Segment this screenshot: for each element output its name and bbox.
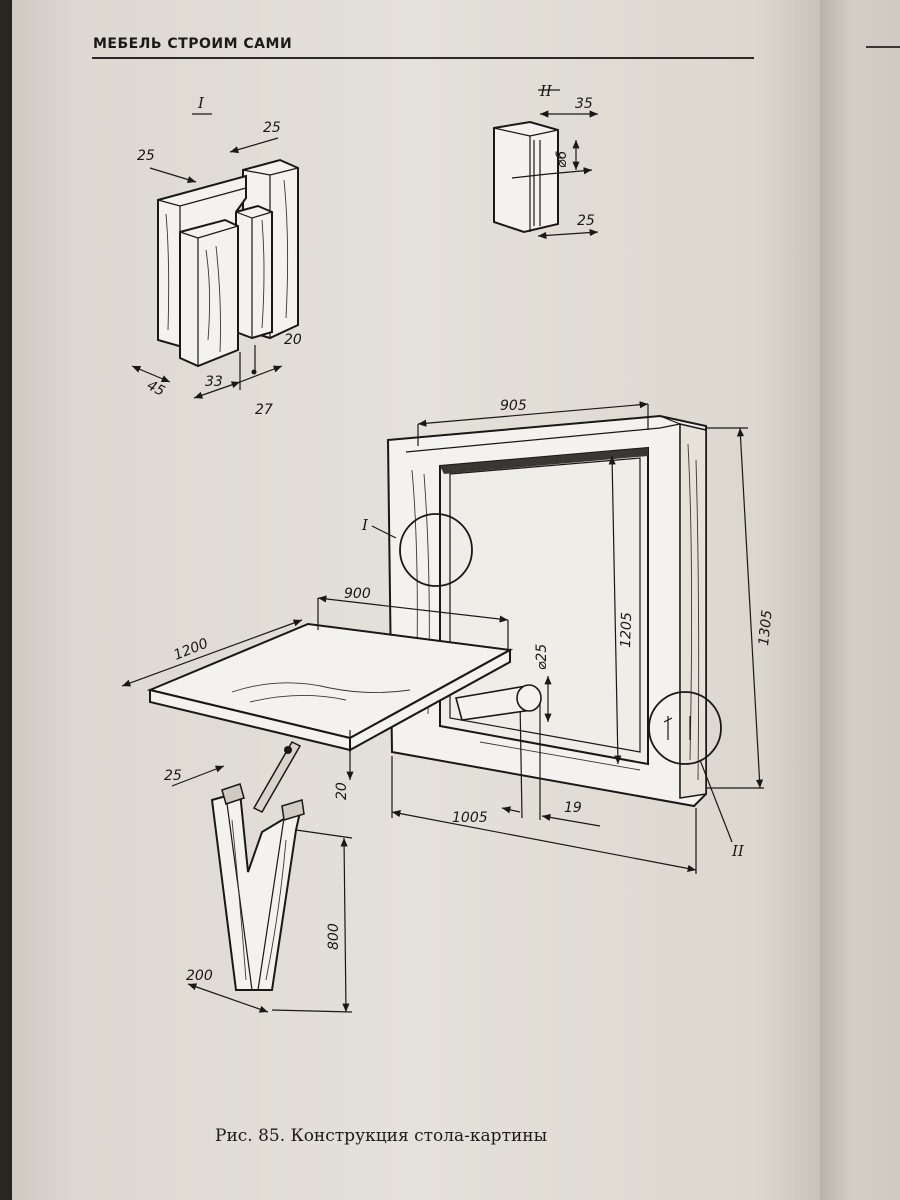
dim-d2-bottom: 25 bbox=[577, 213, 595, 229]
dim-d1-width-27: 27 bbox=[255, 402, 273, 418]
dim-table-depth: 900 bbox=[344, 586, 371, 602]
dim-d1-depth: 45 bbox=[144, 377, 167, 400]
dim-table-length: 1200 bbox=[172, 635, 211, 663]
facing-page-edge bbox=[820, 0, 900, 1200]
running-head: МЕБЕЛЬ СТРОИМ САМИ bbox=[93, 36, 293, 52]
dim-d2-width: 35 bbox=[575, 96, 593, 112]
dim-leg-height: 800 bbox=[326, 923, 342, 950]
dim-d1-width-20: 20 bbox=[284, 332, 302, 348]
dim-rod-offset: 19 bbox=[564, 800, 582, 816]
dim-frame-height: 1305 bbox=[756, 609, 776, 646]
dim-leg-thickness: 25 bbox=[164, 768, 182, 784]
facing-header-rule bbox=[866, 46, 900, 48]
dim-frame-width: 905 bbox=[500, 398, 527, 414]
detail-1-joint bbox=[131, 137, 299, 399]
dim-d1-left-thickness: 25 bbox=[137, 148, 155, 164]
folding-table-top bbox=[121, 595, 552, 813]
dim-rod-diameter: ⌀25 bbox=[534, 644, 550, 670]
header-rule bbox=[92, 57, 754, 59]
detail-2-joint bbox=[493, 89, 599, 240]
dim-d1-width-33: 33 bbox=[205, 374, 223, 390]
figure-caption: Рис. 85. Конструкция стола-картины bbox=[215, 1126, 548, 1146]
callout-1-label: I bbox=[361, 516, 369, 534]
dim-leg-width: 200 bbox=[186, 968, 213, 984]
dim-inner-height: 1205 bbox=[618, 612, 635, 648]
dim-frame-overall: 1005 bbox=[452, 810, 488, 826]
dim-top-thickness: 20 bbox=[334, 782, 350, 800]
detail-2-heading: II bbox=[539, 82, 553, 100]
dim-d2-hole: ⌀6 bbox=[554, 151, 570, 168]
detail-1-heading: I bbox=[197, 94, 205, 112]
dim-d1-top-thickness: 25 bbox=[263, 120, 281, 136]
v-shaped-leg bbox=[171, 765, 353, 1013]
callout-2-label: II bbox=[731, 842, 745, 860]
